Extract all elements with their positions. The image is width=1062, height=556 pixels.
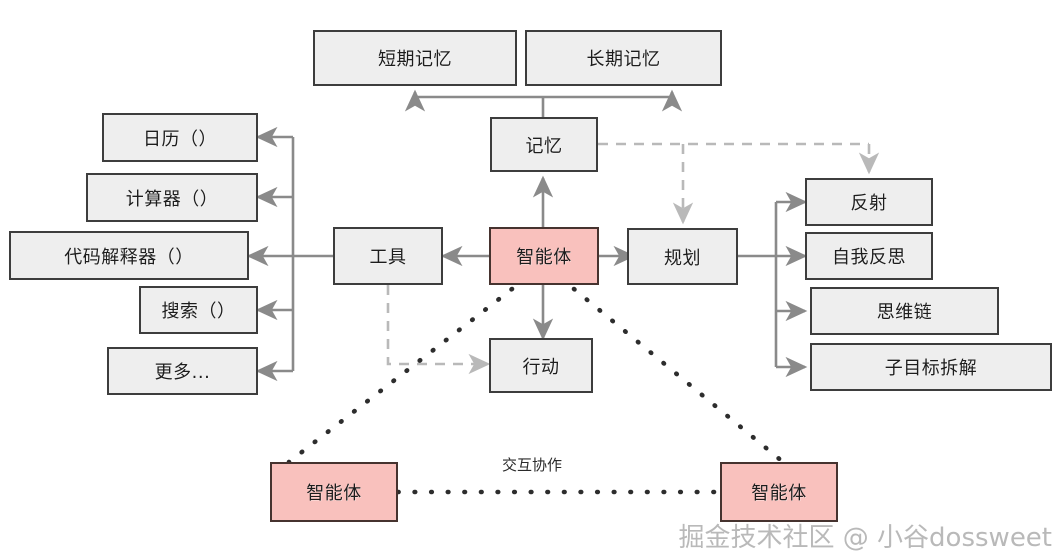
node-label: 短期记忆: [378, 49, 452, 70]
node-subgoal-decomposition[interactable]: 子目标拆解: [810, 343, 1052, 391]
node-label: 工具: [369, 247, 407, 268]
node-search-tool[interactable]: 搜索（）: [139, 286, 258, 334]
edge-tools-to-action-dashed: [386, 285, 491, 375]
node-more-tools[interactable]: 更多...: [107, 347, 258, 395]
node-label: 长期记忆: [586, 49, 661, 70]
edge-agent-to-agent-right: [571, 286, 786, 465]
node-label: 智能体: [306, 483, 362, 504]
node-planning[interactable]: 规划: [627, 228, 738, 285]
dashed-connectors: [386, 142, 880, 375]
node-code-interpreter-tool[interactable]: 代码解释器（）: [9, 231, 249, 280]
node-label: 思维链: [876, 302, 933, 323]
dotted-connectors: [286, 286, 786, 495]
node-agent-left[interactable]: 智能体: [270, 462, 398, 522]
node-agent[interactable]: 智能体: [489, 227, 599, 285]
node-label: 子目标拆解: [884, 358, 978, 379]
node-self-reflection[interactable]: 自我反思: [805, 232, 933, 280]
edge-agent-to-agent-left: [286, 286, 515, 465]
node-label: 反射: [850, 193, 888, 214]
node-label: 代码解释器（）: [64, 246, 194, 268]
node-tools[interactable]: 工具: [333, 227, 443, 285]
node-short-term-memory[interactable]: 短期记忆: [313, 30, 517, 86]
node-memory[interactable]: 记忆: [490, 117, 598, 172]
node-label: 计算器（）: [125, 188, 219, 210]
node-chain-of-thought[interactable]: 思维链: [810, 287, 999, 335]
node-label: 行动: [522, 356, 560, 378]
node-label: 搜索（）: [161, 301, 236, 322]
node-reflection[interactable]: 反射: [805, 178, 933, 226]
node-label: 更多...: [154, 362, 211, 383]
edge-label-collaboration: 交互协作: [502, 456, 563, 474]
node-label: 智能体: [516, 247, 572, 268]
node-action[interactable]: 行动: [489, 338, 593, 393]
node-calendar-tool[interactable]: 日历（）: [102, 113, 258, 162]
node-long-term-memory[interactable]: 长期记忆: [525, 30, 722, 86]
node-label: 智能体: [751, 483, 807, 504]
watermark: 掘金技术社区 @ 小谷dossweet: [678, 523, 1052, 553]
node-label: 日历（）: [143, 128, 217, 150]
node-label: 自我反思: [832, 247, 906, 268]
node-calculator-tool[interactable]: 计算器（）: [86, 173, 258, 222]
solid-connectors: [246, 89, 808, 382]
node-label: 规划: [664, 247, 701, 269]
node-label: 记忆: [525, 135, 563, 157]
node-agent-right[interactable]: 智能体: [720, 462, 838, 522]
